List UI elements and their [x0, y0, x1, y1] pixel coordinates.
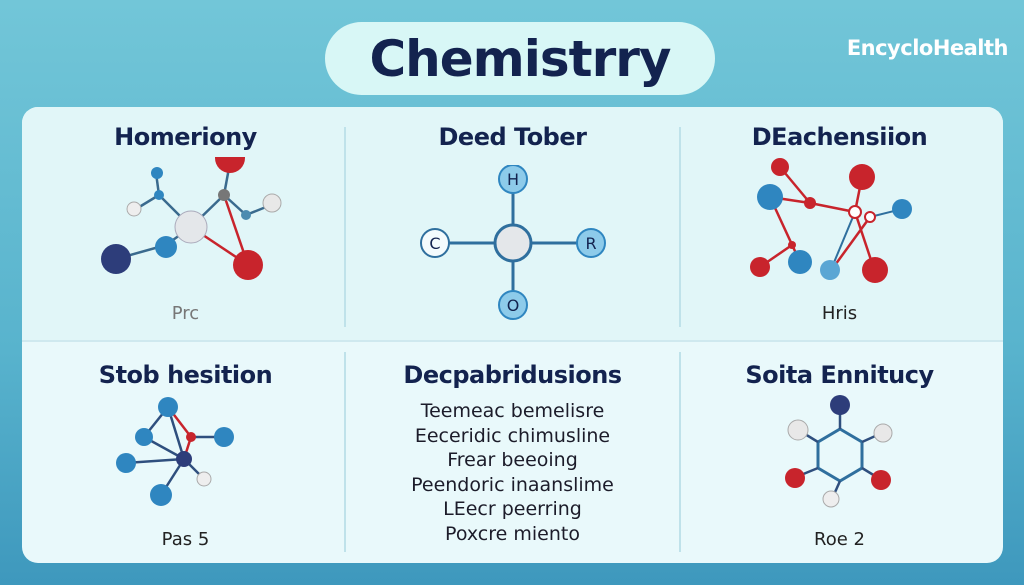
- divider: [22, 340, 1003, 342]
- list-item: Poxcre miento: [445, 522, 580, 545]
- list-item: Eeceridic chimusline: [414, 424, 611, 447]
- atom-label: H: [506, 170, 518, 189]
- atom-label: O: [506, 296, 519, 315]
- divider: [679, 352, 681, 552]
- card-caption: Prc: [171, 303, 200, 324]
- card-title: Homeriony: [114, 123, 257, 151]
- card-homeriony[interactable]: Homeriony Prc: [22, 107, 349, 335]
- list-item: LEecr peerring: [443, 498, 582, 520]
- card-title: DEachensiion: [751, 123, 928, 151]
- brand-logo[interactable]: EncycloHealth: [846, 36, 1009, 60]
- molecule-icon: [115, 397, 234, 506]
- atom-label: R: [585, 234, 596, 253]
- card-caption: Pas 5: [161, 529, 210, 550]
- content-panel: Homeriony Prc Deed Tober H C R O DEachen…: [22, 107, 1003, 563]
- card-title: Stob hesition: [98, 361, 273, 389]
- list-item: Teemeac bemelisre: [420, 400, 605, 422]
- list-item: Frear beeoing: [447, 449, 578, 471]
- atom-label: C: [429, 234, 440, 253]
- card-soita-ennitucy[interactable]: Soita Ennitucy Roe 2: [676, 345, 1003, 563]
- card-stob-hesition[interactable]: Stob hesition Pas 5: [22, 345, 349, 563]
- card-decpabridusions[interactable]: Decpabridusions Teemeac bemelisre Eeceri…: [349, 345, 676, 563]
- card-title: Soita Ennitucy: [745, 361, 934, 389]
- card-caption: Roe 2: [814, 529, 865, 550]
- card-title: Deed Tober: [438, 123, 587, 151]
- card-title: Decpabridusions: [403, 361, 622, 389]
- molecule-icon: [749, 158, 912, 283]
- molecule-icon: H C R O: [419, 165, 606, 320]
- divider: [344, 352, 346, 552]
- molecule-icon: [100, 157, 281, 280]
- benzene-ring-icon: [784, 395, 892, 508]
- card-caption: Hris: [821, 303, 858, 324]
- list-item: Peendoric inaanslime: [411, 473, 614, 496]
- page-title: Chemistrry: [325, 22, 715, 95]
- divider: [679, 127, 681, 327]
- card-deachensiion[interactable]: DEachensiion Hris: [676, 107, 1003, 335]
- divider: [344, 127, 346, 327]
- text-list: Teemeac bemelisre Eeceridic chimusline F…: [349, 399, 676, 546]
- card-deed-tober[interactable]: Deed Tober H C R O: [349, 107, 676, 335]
